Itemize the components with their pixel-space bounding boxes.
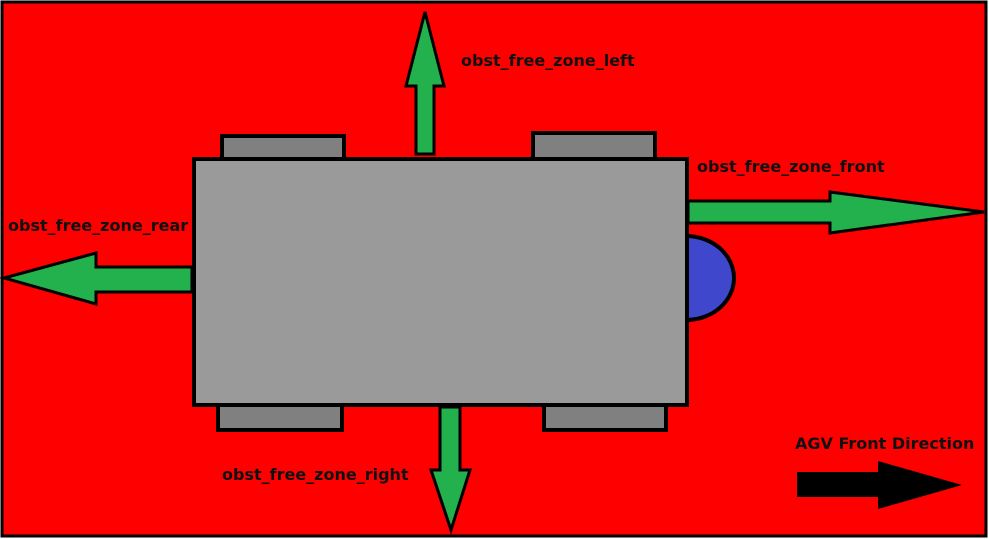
arrow-front-zone bbox=[686, 190, 985, 235]
arrow-right-zone bbox=[428, 405, 473, 535]
arrow-left-zone bbox=[404, 11, 446, 156]
label-left-zone: obst_free_zone_left bbox=[461, 51, 635, 70]
arrow-rear-zone bbox=[0, 251, 194, 306]
front-direction-arrow bbox=[797, 461, 962, 509]
label-front-direction: AGV Front Direction bbox=[795, 434, 974, 453]
label-right-zone: obst_free_zone_right bbox=[222, 465, 409, 484]
label-front-zone: obst_free_zone_front bbox=[697, 157, 885, 176]
label-rear-zone: obst_free_zone_rear bbox=[8, 216, 188, 235]
agv-body bbox=[192, 157, 689, 407]
front-sensor bbox=[684, 233, 736, 323]
